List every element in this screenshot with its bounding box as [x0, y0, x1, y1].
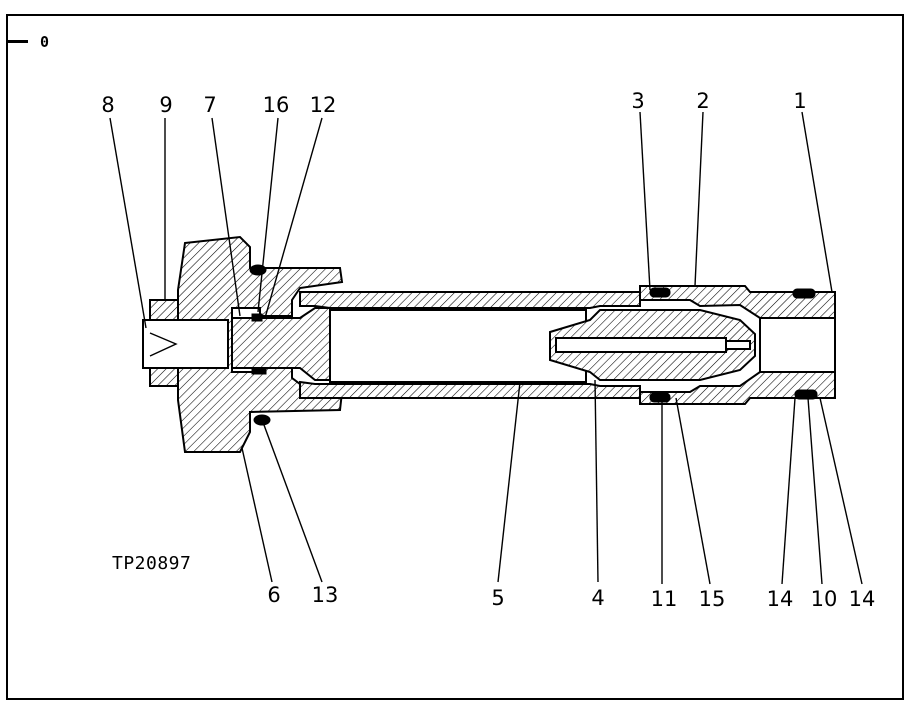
callout-14-right: 14: [849, 587, 876, 611]
corner-label: 0: [40, 33, 50, 51]
o-ring-13-upper: [249, 264, 267, 276]
leader-1: [801, 111, 833, 293]
callout-15: 15: [699, 587, 726, 611]
callout-10: 10: [811, 587, 838, 611]
right-housing-bore: [759, 317, 836, 373]
plug-bore: [142, 319, 229, 369]
leader-3: [639, 111, 651, 291]
leader-14b: [819, 397, 863, 585]
o-ring-10-upper: [792, 288, 816, 299]
leader-10: [807, 397, 823, 585]
callout-2: 2: [696, 89, 709, 113]
callout-12: 12: [310, 93, 337, 117]
callout-6: 6: [267, 583, 280, 607]
callout-8: 8: [101, 93, 114, 117]
leader-15: [675, 397, 711, 585]
leader-2: [694, 111, 704, 287]
reference-code: TP20897: [112, 553, 192, 574]
leader-13: [263, 424, 323, 583]
callout-14-left: 14: [767, 587, 794, 611]
leader-12: [264, 117, 323, 319]
tube-lower-wall: [299, 380, 641, 399]
backup-ring-16: [251, 313, 263, 322]
leader-4: [594, 379, 599, 583]
seal-12: [251, 367, 267, 375]
spool-drilling: [555, 337, 727, 353]
o-ring-10-lower: [794, 389, 818, 400]
leader-5: [497, 381, 521, 583]
callout-9: 9: [159, 93, 172, 117]
leader-6: [241, 447, 273, 583]
leader-16: [257, 117, 279, 313]
leader-14a: [781, 397, 796, 585]
callout-13: 13: [312, 583, 339, 607]
tube-bore: [329, 309, 587, 383]
diagram-frame: [6, 14, 904, 700]
callout-1: 1: [793, 89, 806, 113]
plug-bore-tip: [149, 332, 178, 357]
corner-tick-mark: [6, 40, 28, 43]
callout-4: 4: [591, 586, 604, 610]
o-ring-11-upper: [649, 287, 671, 298]
callout-5: 5: [491, 586, 504, 610]
leader-7: [211, 117, 241, 317]
o-ring-11-lower: [649, 392, 671, 403]
callout-7: 7: [203, 93, 216, 117]
callout-11: 11: [651, 587, 678, 611]
o-ring-13-lower: [253, 414, 271, 426]
callout-3: 3: [631, 89, 644, 113]
tube-upper-wall: [299, 291, 641, 309]
spool-drilling-step: [725, 340, 751, 350]
leader-8: [109, 117, 147, 329]
callout-16: 16: [263, 93, 290, 117]
